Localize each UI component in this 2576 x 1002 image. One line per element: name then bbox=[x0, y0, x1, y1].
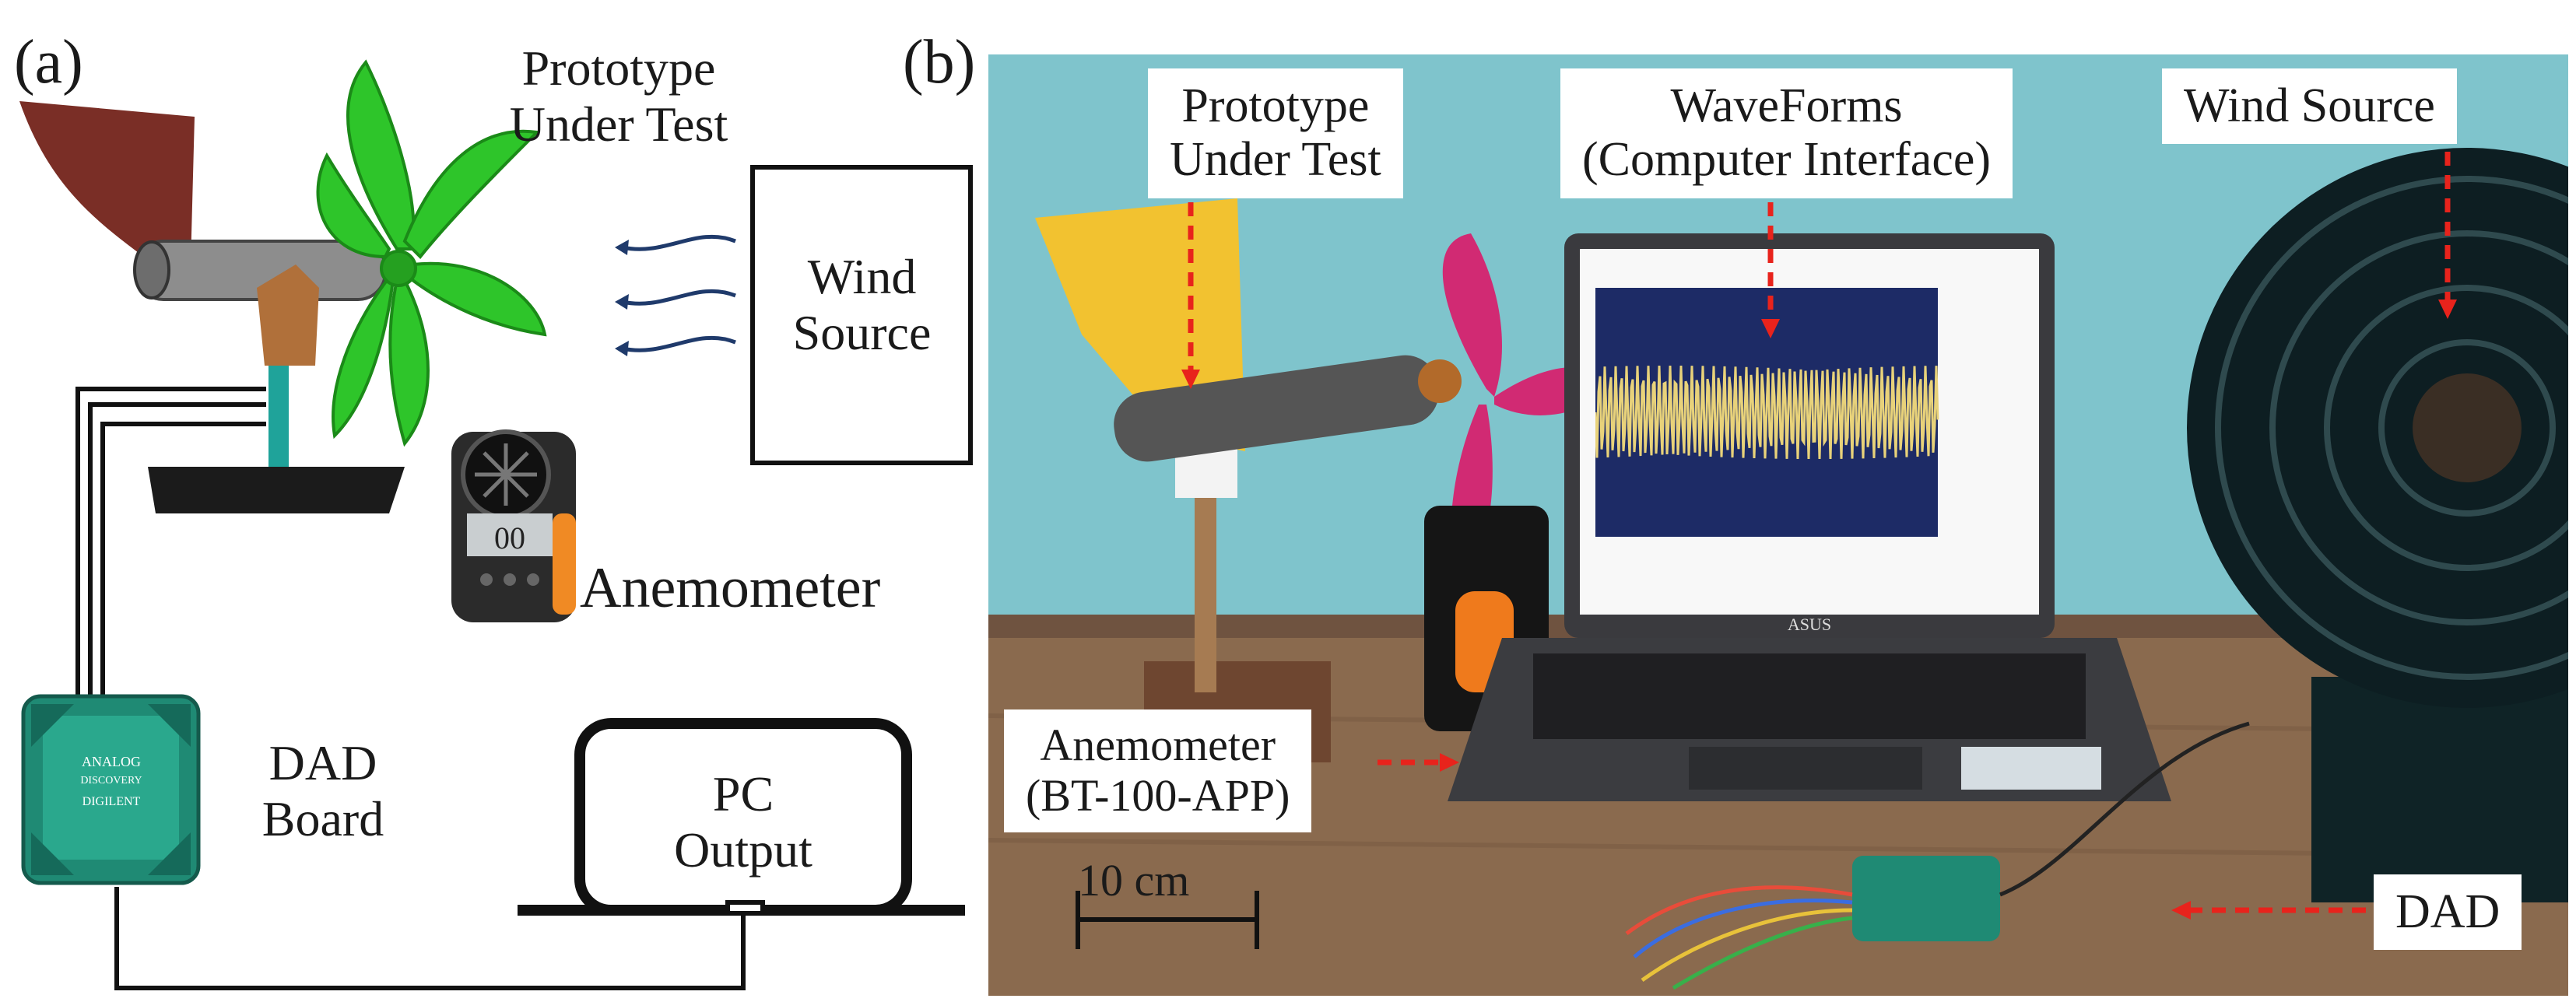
base bbox=[148, 467, 405, 513]
panel-b-prototype-label: Prototype Under Test bbox=[1148, 68, 1403, 198]
rotor-blades bbox=[316, 59, 547, 447]
meter-display: 00 bbox=[494, 520, 525, 555]
panel-a-wind-line-2: Source bbox=[792, 304, 932, 360]
panel-b-scale-label: 10 cm bbox=[1078, 855, 1190, 906]
panel-b-anemometer-line-2: (BT-100-APP) bbox=[1026, 769, 1290, 821]
panel-a-prototype-label: Prototype Under Test bbox=[471, 40, 767, 152]
dad-device-photo bbox=[1625, 721, 2250, 990]
wind-fan bbox=[2187, 148, 2568, 902]
signal-waveform bbox=[1595, 365, 1939, 460]
wind-arrow-heads bbox=[615, 240, 629, 356]
anemometer-device: 00 bbox=[451, 429, 576, 622]
wire-2 bbox=[88, 402, 266, 723]
hub-support bbox=[257, 265, 319, 366]
panel-b-anemometer-label: Anemometer (BT-100-APP) bbox=[1004, 709, 1312, 832]
panel-b-waveforms-label: WaveForms (Computer Interface) bbox=[1560, 68, 2013, 198]
annotation-arrows bbox=[1188, 128, 2451, 913]
panel-b-waveforms-line-2: (Computer Interface) bbox=[1582, 133, 1992, 187]
panel-a-pc-line-1: PC bbox=[712, 766, 774, 822]
panel-a-wind-line-1: Wind bbox=[807, 249, 917, 304]
panel-b-prototype-line-1: Prototype bbox=[1181, 79, 1370, 132]
dad-board-device: ANALOG DISCOVERY DIGILENT bbox=[21, 694, 201, 885]
wire-3 bbox=[100, 422, 266, 723]
panel-a-prototype-line-2: Under Test bbox=[509, 96, 728, 152]
pc-laptop-outline bbox=[518, 718, 965, 916]
wire-dad-pc bbox=[114, 887, 746, 990]
panel-a-dad-label: DAD Board bbox=[233, 735, 412, 846]
panel-a-letter: (a) bbox=[14, 28, 83, 96]
panel-a-prototype-line-1: Prototype bbox=[521, 40, 716, 96]
tail-vane bbox=[19, 101, 195, 272]
panel-b-waveforms-line-1: WaveForms bbox=[1670, 79, 1903, 132]
panel-b-letter: (b) bbox=[903, 28, 976, 96]
dad-brand-1: ANALOG bbox=[82, 754, 141, 769]
panel-b-photo: ASUS bbox=[988, 54, 2568, 996]
panel-a-pc-line-2: Output bbox=[674, 822, 812, 878]
panel-b-anemometer-line-1: Anemometer bbox=[1040, 720, 1276, 770]
laptop: ASUS bbox=[1448, 233, 2171, 801]
panel-a-dad-line-1: DAD bbox=[268, 735, 377, 790]
panel-a-pc-label: PC Output bbox=[623, 766, 864, 878]
dad-brand-2: DISCOVERY bbox=[80, 775, 142, 787]
panel-a-dad-line-2: Board bbox=[261, 790, 384, 846]
panel-a-schematic: 00 ANALOG DISCOVERY DIGILENT bbox=[19, 59, 973, 990]
panel-a-wind-source-label: Wind Source bbox=[759, 249, 965, 360]
dad-brand-3: DIGILENT bbox=[82, 795, 141, 808]
wire-1 bbox=[75, 387, 266, 723]
panel-a-anemometer-label: Anemometer bbox=[580, 556, 881, 620]
wind-source-box bbox=[750, 165, 973, 465]
panel-b-wind-source-label: Wind Source bbox=[2162, 68, 2457, 145]
pole bbox=[268, 366, 289, 475]
scale-bar bbox=[1076, 891, 1259, 949]
panel-b-dad-label: DAD bbox=[2374, 874, 2522, 951]
annotation-arrow-heads bbox=[1181, 300, 2457, 920]
panel-b-prototype-line-2: Under Test bbox=[1170, 133, 1381, 187]
laptop-brand: ASUS bbox=[1788, 615, 1831, 634]
wind-arrows bbox=[622, 234, 736, 352]
